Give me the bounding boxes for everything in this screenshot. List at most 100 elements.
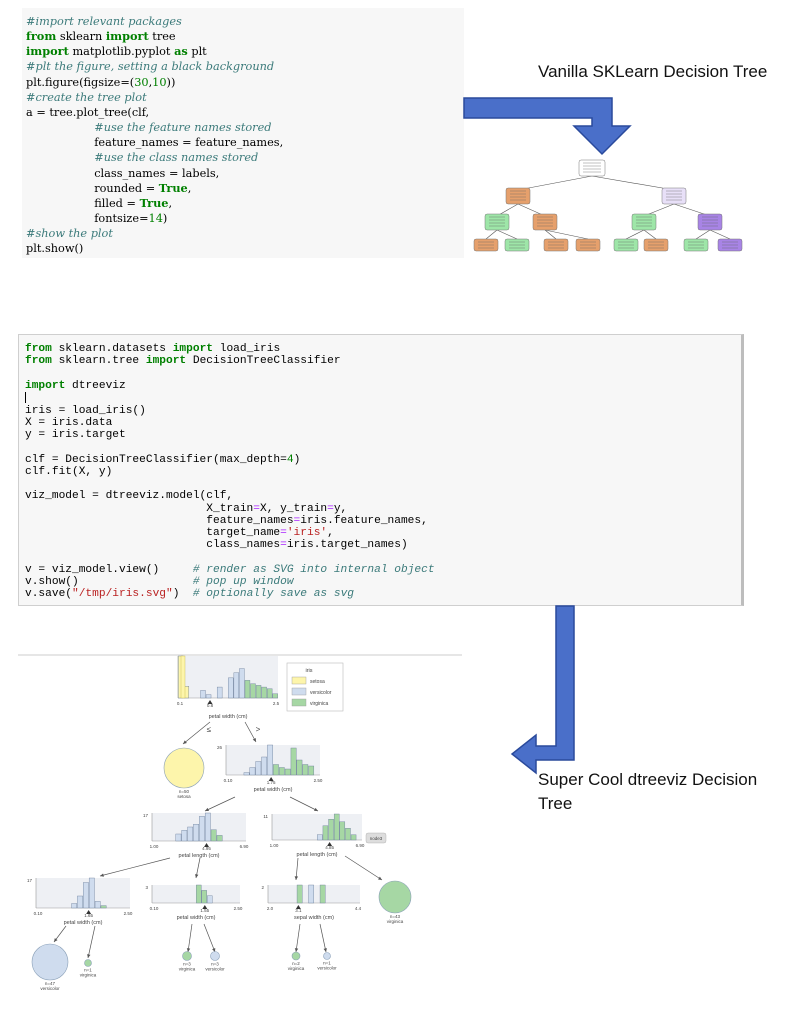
histogram-bar — [296, 759, 303, 776]
code-token: load_iris — [213, 343, 281, 355]
histogram-bar — [205, 694, 212, 699]
histogram-bar — [239, 668, 245, 699]
histogram-panel — [36, 878, 130, 908]
leaf-circle — [210, 951, 220, 961]
code-line: from sklearn.tree import DecisionTreeCla… — [25, 355, 341, 367]
histogram-bar — [83, 882, 89, 909]
leaf-class: versicolor — [317, 966, 337, 971]
code-line: rounded = True, — [26, 180, 191, 195]
leaf-count: n=3 — [211, 962, 219, 967]
arrow-to-dtreeviz-tree — [510, 605, 575, 775]
code-token: ) — [162, 212, 168, 226]
leaf-class: setosa — [177, 794, 191, 799]
leaf-count: n=1 — [323, 961, 331, 966]
edge-arrowhead — [54, 938, 58, 942]
code-token: v = viz_model.view() — [25, 563, 193, 576]
code-token: True — [139, 195, 169, 210]
sklearn-tree-edge — [544, 229, 589, 240]
code-token: from — [25, 355, 52, 368]
code-line: plt.show() — [26, 242, 83, 255]
code-line: plt.figure(figsize=(30,10)) — [26, 76, 175, 89]
code-line: clf.fit(X, y) — [25, 466, 112, 478]
code-token: True — [158, 180, 188, 195]
code-token: = — [327, 502, 334, 515]
code-line: from sklearn.datasets import load_iris — [25, 343, 280, 355]
tree-edge — [289, 796, 319, 812]
histogram-bar — [255, 685, 262, 699]
feature-axis-label: petal length (cm) — [179, 853, 220, 859]
split-label-le: ≤ — [207, 725, 212, 734]
histogram-bar — [317, 834, 323, 841]
histogram-bar — [308, 765, 315, 776]
code-token: #import relevant packages — [26, 15, 182, 28]
histogram-bar — [233, 672, 240, 699]
histogram-panel — [268, 885, 360, 903]
dtreeviz-code-text: from sklearn.datasets import load_iris f… — [25, 341, 741, 600]
tree-edge — [319, 923, 327, 953]
sklearn-tree-node — [578, 159, 606, 177]
histogram-bar — [71, 903, 78, 909]
histogram-bar — [322, 825, 329, 841]
code-line: feature_names=iris.feature_names, — [25, 515, 428, 527]
edge-arrowhead — [87, 954, 91, 958]
tick-label-max: 2.5 — [273, 701, 280, 706]
code-token: rounded = — [26, 181, 159, 195]
histogram-bar — [196, 884, 202, 904]
code-token: 14 — [148, 212, 163, 226]
legend-swatch — [291, 687, 307, 696]
edge-arrowhead — [195, 874, 199, 878]
histogram-panel — [178, 656, 278, 698]
sklearn-tree-node — [697, 213, 723, 231]
code-token: from — [25, 343, 52, 355]
code-token: #use the class names stored — [94, 151, 259, 165]
tick-label-split: 0.8 — [207, 703, 214, 708]
code-line: class_names = labels, — [26, 167, 219, 180]
code-token: #use the feature names stored — [94, 121, 272, 135]
legend-label: virginica — [310, 701, 329, 707]
sklearn-tree-edge — [643, 229, 657, 240]
feature-axis-label: petal width (cm) — [177, 915, 216, 921]
histogram-bar — [243, 772, 250, 776]
tick-label-min: 0.10 — [224, 778, 233, 783]
code-token: iris = load_iris() — [25, 405, 146, 418]
code-token: iris.target_names) — [286, 539, 408, 552]
histogram-bar — [350, 834, 357, 841]
code-token: import — [105, 29, 149, 44]
code-token: y, — [333, 502, 348, 515]
tree-edge — [295, 857, 299, 881]
sklearn-code-cell[interactable]: #import relevant packages from sklearn i… — [22, 8, 464, 258]
sklearn-code-text: #import relevant packages from sklearn i… — [26, 14, 464, 257]
histogram-bar — [339, 821, 346, 841]
sklearn-tree-edge — [544, 229, 557, 240]
code-line: clf = DecisionTreeClassifier(max_depth=4… — [25, 454, 300, 466]
histogram-bar — [94, 901, 101, 909]
y-axis-max-label: 17 — [143, 813, 149, 818]
code-token: = — [253, 502, 260, 515]
code-token: tree — [148, 30, 176, 44]
histogram-bar — [200, 690, 206, 699]
histogram-bar — [308, 884, 314, 904]
tick-label-split: 3.1 — [295, 908, 302, 913]
legend-label: versicolor — [310, 690, 332, 696]
leaf-class: virginica — [387, 919, 404, 924]
code-token: ) — [172, 588, 193, 601]
dtreeviz-code-cell[interactable]: from sklearn.datasets import load_iris f… — [18, 334, 744, 606]
leaf-circle — [31, 943, 69, 981]
code-line: import matplotlib.pyplot as plt — [26, 44, 207, 58]
histogram-bar — [77, 895, 83, 909]
tree-edge — [295, 923, 301, 953]
edge-arrowhead — [212, 948, 216, 952]
histogram-panel — [152, 885, 240, 903]
histogram-bar — [175, 833, 182, 842]
code-token: sklearn.tree — [51, 355, 146, 368]
leaf-class: virginica — [80, 973, 97, 978]
edge-arrowhead — [294, 948, 299, 952]
code-line: import dtreeviz — [25, 380, 126, 392]
tree-edge — [187, 923, 193, 953]
